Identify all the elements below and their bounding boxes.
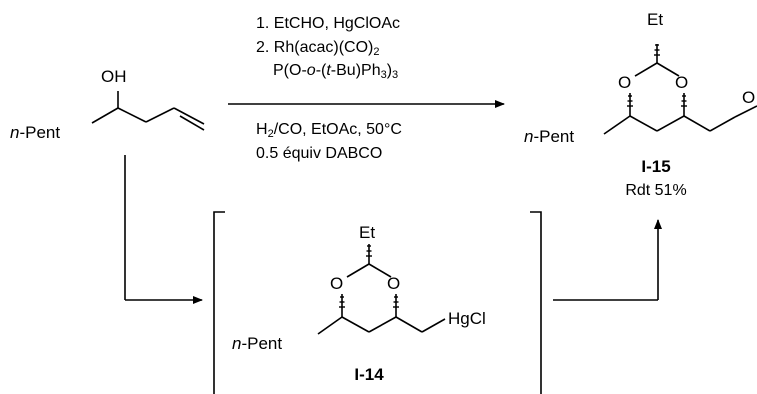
intermediate-top-group: Et (359, 223, 376, 242)
intermediate-ring-o-left: O (330, 274, 344, 293)
ligand-part-4: ) (386, 62, 393, 79)
arrow-to-intermediate (124, 155, 203, 304)
condition-step-2: 2. Rh(acac)(CO)2 (256, 38, 379, 58)
product-prefix: n (524, 127, 534, 146)
reactant-skeleton (91, 91, 205, 131)
intermediate-ring-o-right: O (387, 274, 401, 293)
intermediate-substituent-label: n-Pent (232, 334, 283, 353)
intermediate-prefix: n (232, 334, 242, 353)
product-top-group: Et (647, 10, 664, 29)
product-substituent-label: n-Pent (524, 127, 575, 146)
product-substituent: Pent (539, 127, 575, 146)
product-yield: Rdt 51% (625, 182, 687, 199)
ligand-part-3: -Bu)Ph (330, 62, 381, 79)
product-side-o: O (742, 88, 756, 107)
arrow-to-product (553, 219, 662, 301)
ligand-part-1: P(O- (273, 62, 307, 79)
reactant-substituent-label: n-Pent (10, 123, 61, 142)
intermediate-mercury-group: HgCl (448, 309, 486, 328)
intermediate-brackets (213, 211, 542, 394)
product-compound-label: I-15 (641, 157, 671, 176)
ligand-sub-1: 3 (380, 69, 387, 81)
reactant-substituent: Pent (25, 123, 61, 142)
intermediate-compound-label: I-14 (354, 365, 384, 384)
product-ring-o-right: O (675, 73, 689, 92)
condition-ligand: P(O-o-(t-Bu)Ph3)3 (273, 61, 398, 81)
ligand-ortho: o (306, 62, 316, 79)
intermediate-substituent: Pent (247, 334, 283, 353)
condition-step-1: 1. EtCHO, HgClOAc (256, 15, 401, 32)
ligand-tert: t (326, 62, 331, 79)
reactant-prefix: n (10, 123, 20, 142)
condition-gas: H2/CO, EtOAc, 50°C (256, 120, 402, 140)
ligand-part-2: -( (315, 62, 327, 79)
condition-additive: 0.5 équiv DABCO (256, 145, 383, 162)
condition-step-2-text: 2. Rh(acac)(CO) (256, 39, 374, 56)
intermediate-hashed-bonds (339, 245, 399, 308)
gas-rest: /CO, EtOAc, 50°C (273, 121, 402, 138)
gas-h-sub: 2 (267, 128, 274, 140)
product-hashed-bonds (627, 44, 687, 107)
product-skeleton (603, 44, 757, 135)
condition-step-2-sub: 2 (373, 46, 380, 58)
gas-h: H (256, 121, 268, 138)
reactant-hydroxyl-label: OH (101, 67, 127, 86)
product-ring-o-left: O (618, 73, 632, 92)
intermediate-skeleton (317, 244, 446, 335)
ligand-sub-2: 3 (392, 69, 399, 81)
